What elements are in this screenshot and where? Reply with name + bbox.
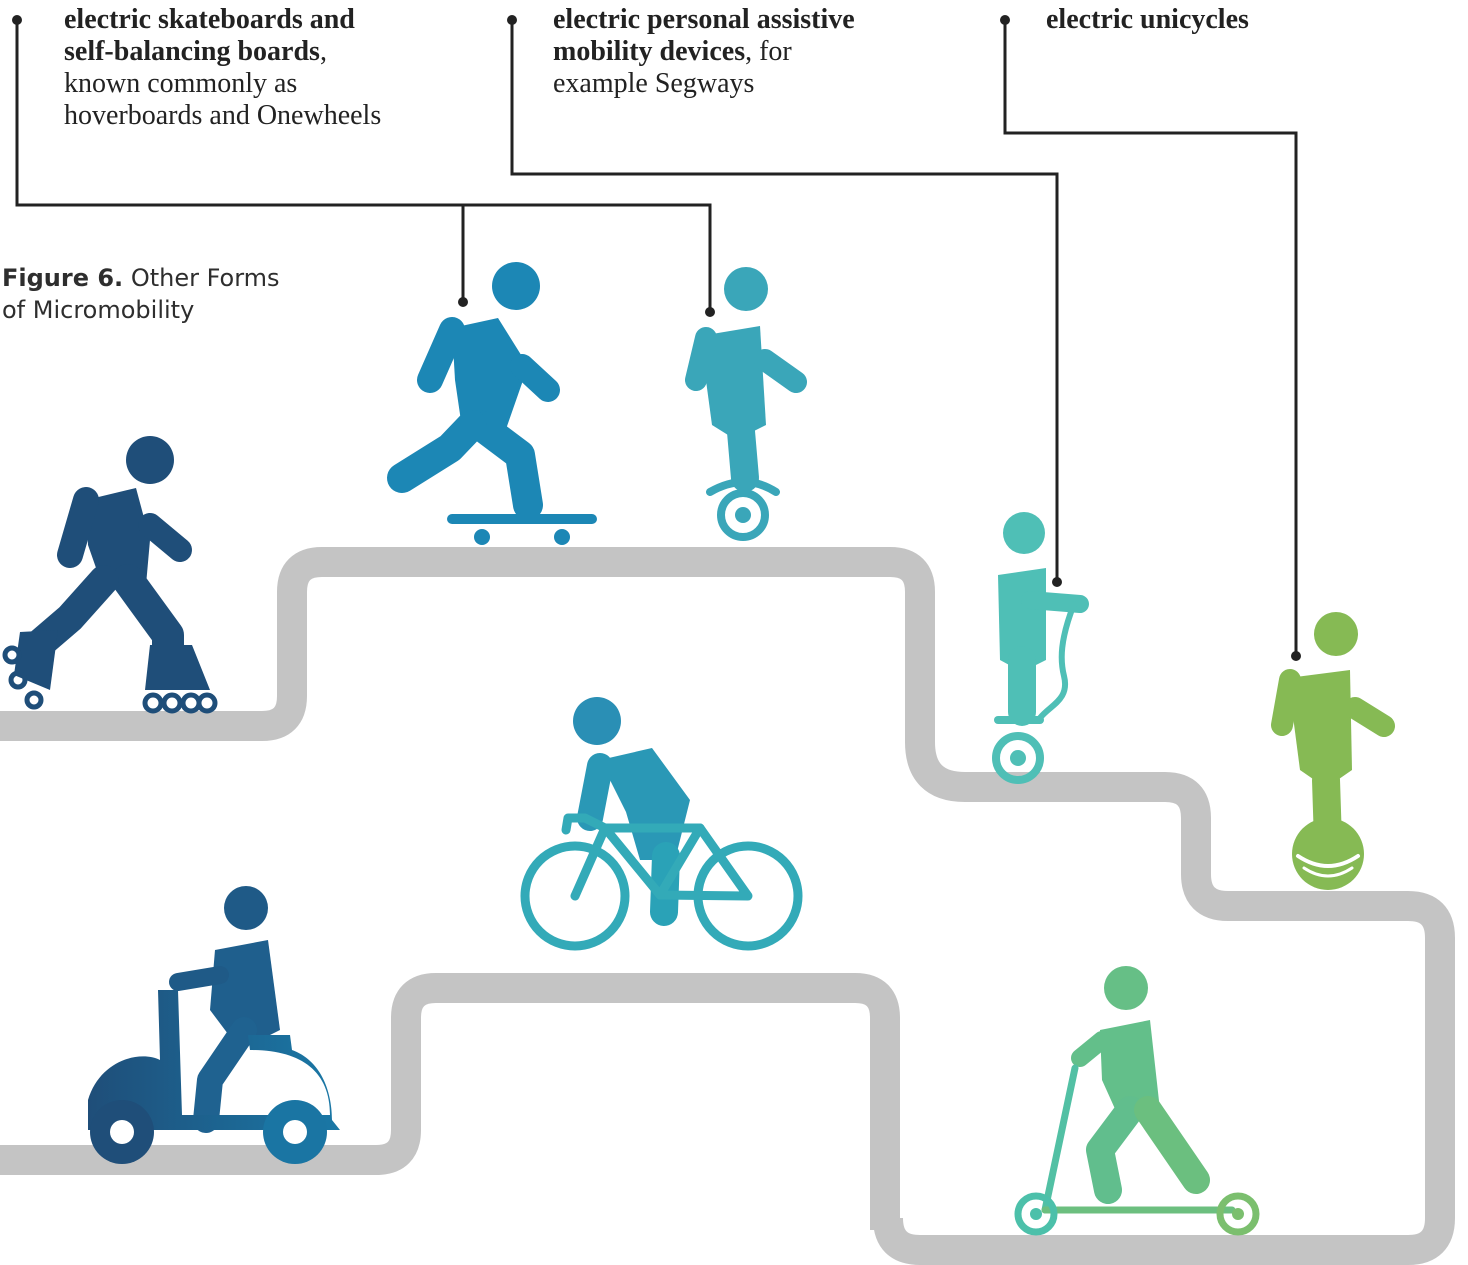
connector-skate [15, 20, 712, 312]
callout-segways-line-3: example Segways [553, 68, 755, 99]
callout-unicycles: electric unicycles [1046, 4, 1249, 36]
inline-skater-icon [2, 436, 218, 714]
moped-rider-icon [88, 886, 340, 1164]
callout-segways-bold-2: mobility devices [553, 36, 746, 67]
figure-caption: Figure 6. Other Forms of Micromobility [2, 262, 280, 326]
callout-segways-bold-1: electric personal assistive [553, 4, 855, 35]
kick-scooter-rider-icon [1014, 966, 1260, 1236]
figure-title-line-2: of Micromobility [2, 296, 195, 324]
callout-unicycles-bold-1: electric unicycles [1046, 4, 1249, 35]
callout-skateboards-tail: , [319, 36, 327, 67]
callout-skateboards-line-3: known commonly as [64, 68, 298, 99]
connector-dots [12, 15, 1301, 661]
connector-lines [15, 20, 1298, 656]
callout-segways-tail: , for [745, 36, 792, 67]
figure-label: Figure 6. [2, 264, 124, 292]
segway-rider-icon [992, 512, 1089, 784]
callout-skateboards-line-4: hoverboards and Onewheels [64, 100, 382, 131]
skateboarder-icon [387, 262, 597, 545]
lower-path [0, 973, 900, 1230]
callout-skateboards: electric skateboards and self-balancing … [64, 4, 381, 132]
figure-title-line-1: Other Forms [130, 264, 280, 292]
callout-skateboards-bold-1: electric skateboards and [64, 4, 355, 35]
cyclist-icon [520, 697, 803, 951]
callout-skateboards-bold-2: self-balancing boards [64, 36, 320, 67]
connector-segway [510, 20, 1059, 582]
hoverboard-rider-icon [685, 267, 807, 541]
connector-unicycle [1003, 20, 1298, 656]
upper-path [0, 547, 1455, 1265]
callout-segways: electric personal assistive mobility dev… [553, 4, 855, 100]
unicycle-rider-icon [1271, 612, 1395, 890]
